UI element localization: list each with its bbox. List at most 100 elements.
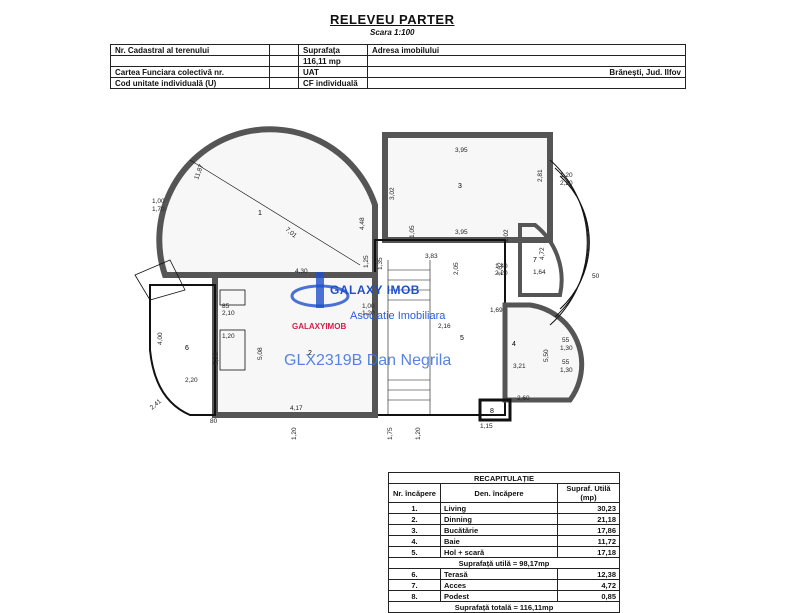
recap-nr: 1.	[388, 502, 441, 514]
dim-label: 2,20	[185, 377, 198, 384]
dim-label: 1,69	[490, 307, 503, 314]
room-number: 2	[308, 350, 312, 357]
dim-label: 1,20	[222, 333, 235, 340]
dim-label: 1,40	[495, 263, 508, 270]
dim-label: 5,08	[257, 347, 264, 360]
dim-label: 2,81	[537, 169, 544, 182]
recap-area: 21,18	[557, 513, 620, 525]
dim-label: 2,16	[438, 323, 451, 330]
recap-area: 4,72	[557, 579, 620, 591]
dim-label: 1,05	[409, 225, 416, 238]
dim-label: 85	[222, 303, 230, 310]
recap-name: Baie	[440, 535, 558, 547]
dim-label: 1,00	[152, 198, 165, 205]
room-number: 8	[490, 408, 494, 415]
recap-nr: 4.	[388, 535, 441, 547]
dim-label: 3,02	[389, 187, 396, 200]
dim-label: 5,50	[543, 349, 550, 362]
room-labels: 1 2 3 4 5 6 7 8	[185, 183, 537, 415]
header-cell	[269, 55, 299, 67]
dim-label: 55	[562, 359, 570, 366]
dim-label: 4,72	[539, 247, 546, 260]
header-cell	[367, 55, 686, 67]
room-number: 5	[460, 335, 464, 342]
recap-table: RECAPITULAȚIE Nr. încăpere Den. încăpere…	[388, 472, 620, 613]
dim-label: 1,75	[387, 427, 394, 440]
header-cell	[269, 44, 299, 56]
header-row: Nr. Cadastral al terenului Suprafața Adr…	[110, 44, 686, 56]
dim-label: 2,02	[503, 229, 510, 242]
header-cell: Brănești, Jud. Ilfov	[367, 66, 686, 78]
dim-label: 55	[562, 337, 570, 344]
dim-label: 1,70	[152, 206, 165, 213]
header-cell: CF individuală	[298, 77, 368, 89]
table-row: 2. Dinning 21,18	[388, 513, 620, 525]
header-cell	[269, 77, 299, 89]
table-row: 7. Acces 4,72	[388, 579, 620, 591]
recap-area: 17,86	[557, 524, 620, 536]
watermark-subtitle: Asociatie Imobiliara	[350, 310, 446, 322]
table-row: 1. Living 30,23	[388, 502, 620, 514]
header-table: Nr. Cadastral al terenului Suprafața Adr…	[110, 44, 686, 89]
recap-header: Den. încăpere	[440, 483, 558, 503]
dim-label: 2,05	[453, 262, 460, 275]
header-cell	[110, 55, 270, 67]
dim-label: 1,20	[362, 310, 375, 317]
table-row: 6. Terasă 12,38	[388, 568, 620, 580]
header-cell: Cod unitate individuală (U)	[110, 77, 270, 89]
dim-label: 1,35	[377, 257, 384, 270]
dim-label: 2,41	[149, 398, 163, 412]
table-row: 5. Hol + scară 17,18	[388, 546, 620, 558]
dim-label: 1,20	[415, 427, 422, 440]
table-row: 3. Bucătărie 17,86	[388, 524, 620, 536]
dim-label: 3,95	[455, 229, 468, 236]
table-row: 4. Baie 11,72	[388, 535, 620, 547]
recap-subtotal-row: Suprafață utilă = 98,17mp	[388, 557, 620, 569]
galaxy-imob-logo-icon	[290, 272, 350, 308]
recap-area: 11,72	[557, 535, 620, 547]
header-row: 116,11 mp	[110, 55, 686, 67]
watermark-brand: GALAXY IMOB	[330, 283, 420, 297]
dim-label: 1,15	[480, 423, 493, 430]
dim-label: 1,30	[560, 345, 573, 352]
recap-area: 17,18	[557, 546, 620, 558]
recap-name: Hol + scară	[440, 546, 558, 558]
header-cell: Suprafața	[298, 44, 368, 56]
recap-header: Supraf. Utilă (mp)	[557, 483, 620, 503]
dim-label: 3,83	[425, 253, 438, 260]
recap-name: Bucătărie	[440, 524, 558, 536]
recap-total: Suprafață totală = 116,11mp	[388, 601, 620, 613]
floor-plan: 1 2 3 4 5 6 7 8 11,87 7,01 4,30 1,00 1,7…	[134, 126, 600, 440]
dim-label: 4,17	[290, 405, 303, 412]
dim-label: 4,48	[359, 217, 366, 230]
dim-label: 3,95	[455, 147, 468, 154]
header-cell: UAT	[298, 66, 368, 78]
recap-area: 12,38	[557, 568, 620, 580]
room-number: 7	[533, 257, 537, 264]
room-number: 1	[258, 210, 262, 217]
recap-name: Acces	[440, 579, 558, 591]
dim-label: 1,20	[560, 172, 573, 179]
recap-header: Nr. încăpere	[388, 483, 441, 503]
recap-nr: 5.	[388, 546, 441, 558]
recap-title: RECAPITULAȚIE	[388, 472, 620, 484]
recap-total-row: Suprafață totală = 116,11mp	[388, 601, 620, 613]
dim-label: 4,00	[157, 332, 164, 345]
recap-nr: 6.	[388, 568, 441, 580]
dim-label: 1,20	[291, 427, 298, 440]
dim-label: 50	[592, 273, 600, 280]
dim-label: 4,30	[295, 268, 308, 275]
watermark-small: GALAXYIMOB	[292, 322, 347, 331]
header-cell: 116,11 mp	[298, 55, 368, 67]
dim-label: 1,64	[533, 269, 546, 276]
dim-label: 2,60	[517, 395, 530, 402]
page-title: RELEVEU PARTER	[330, 12, 455, 27]
recap-nr: 2.	[388, 513, 441, 525]
recap-header-row: Nr. încăpere Den. încăpere Supraf. Utilă…	[388, 483, 620, 503]
recap-name: Terasă	[440, 568, 558, 580]
recap-nr: 7.	[388, 579, 441, 591]
dim-label: 1,25	[363, 255, 370, 268]
recap-name: Dinning	[440, 513, 558, 525]
recap-area: 30,23	[557, 502, 620, 514]
dim-label: 2,10	[222, 310, 235, 317]
